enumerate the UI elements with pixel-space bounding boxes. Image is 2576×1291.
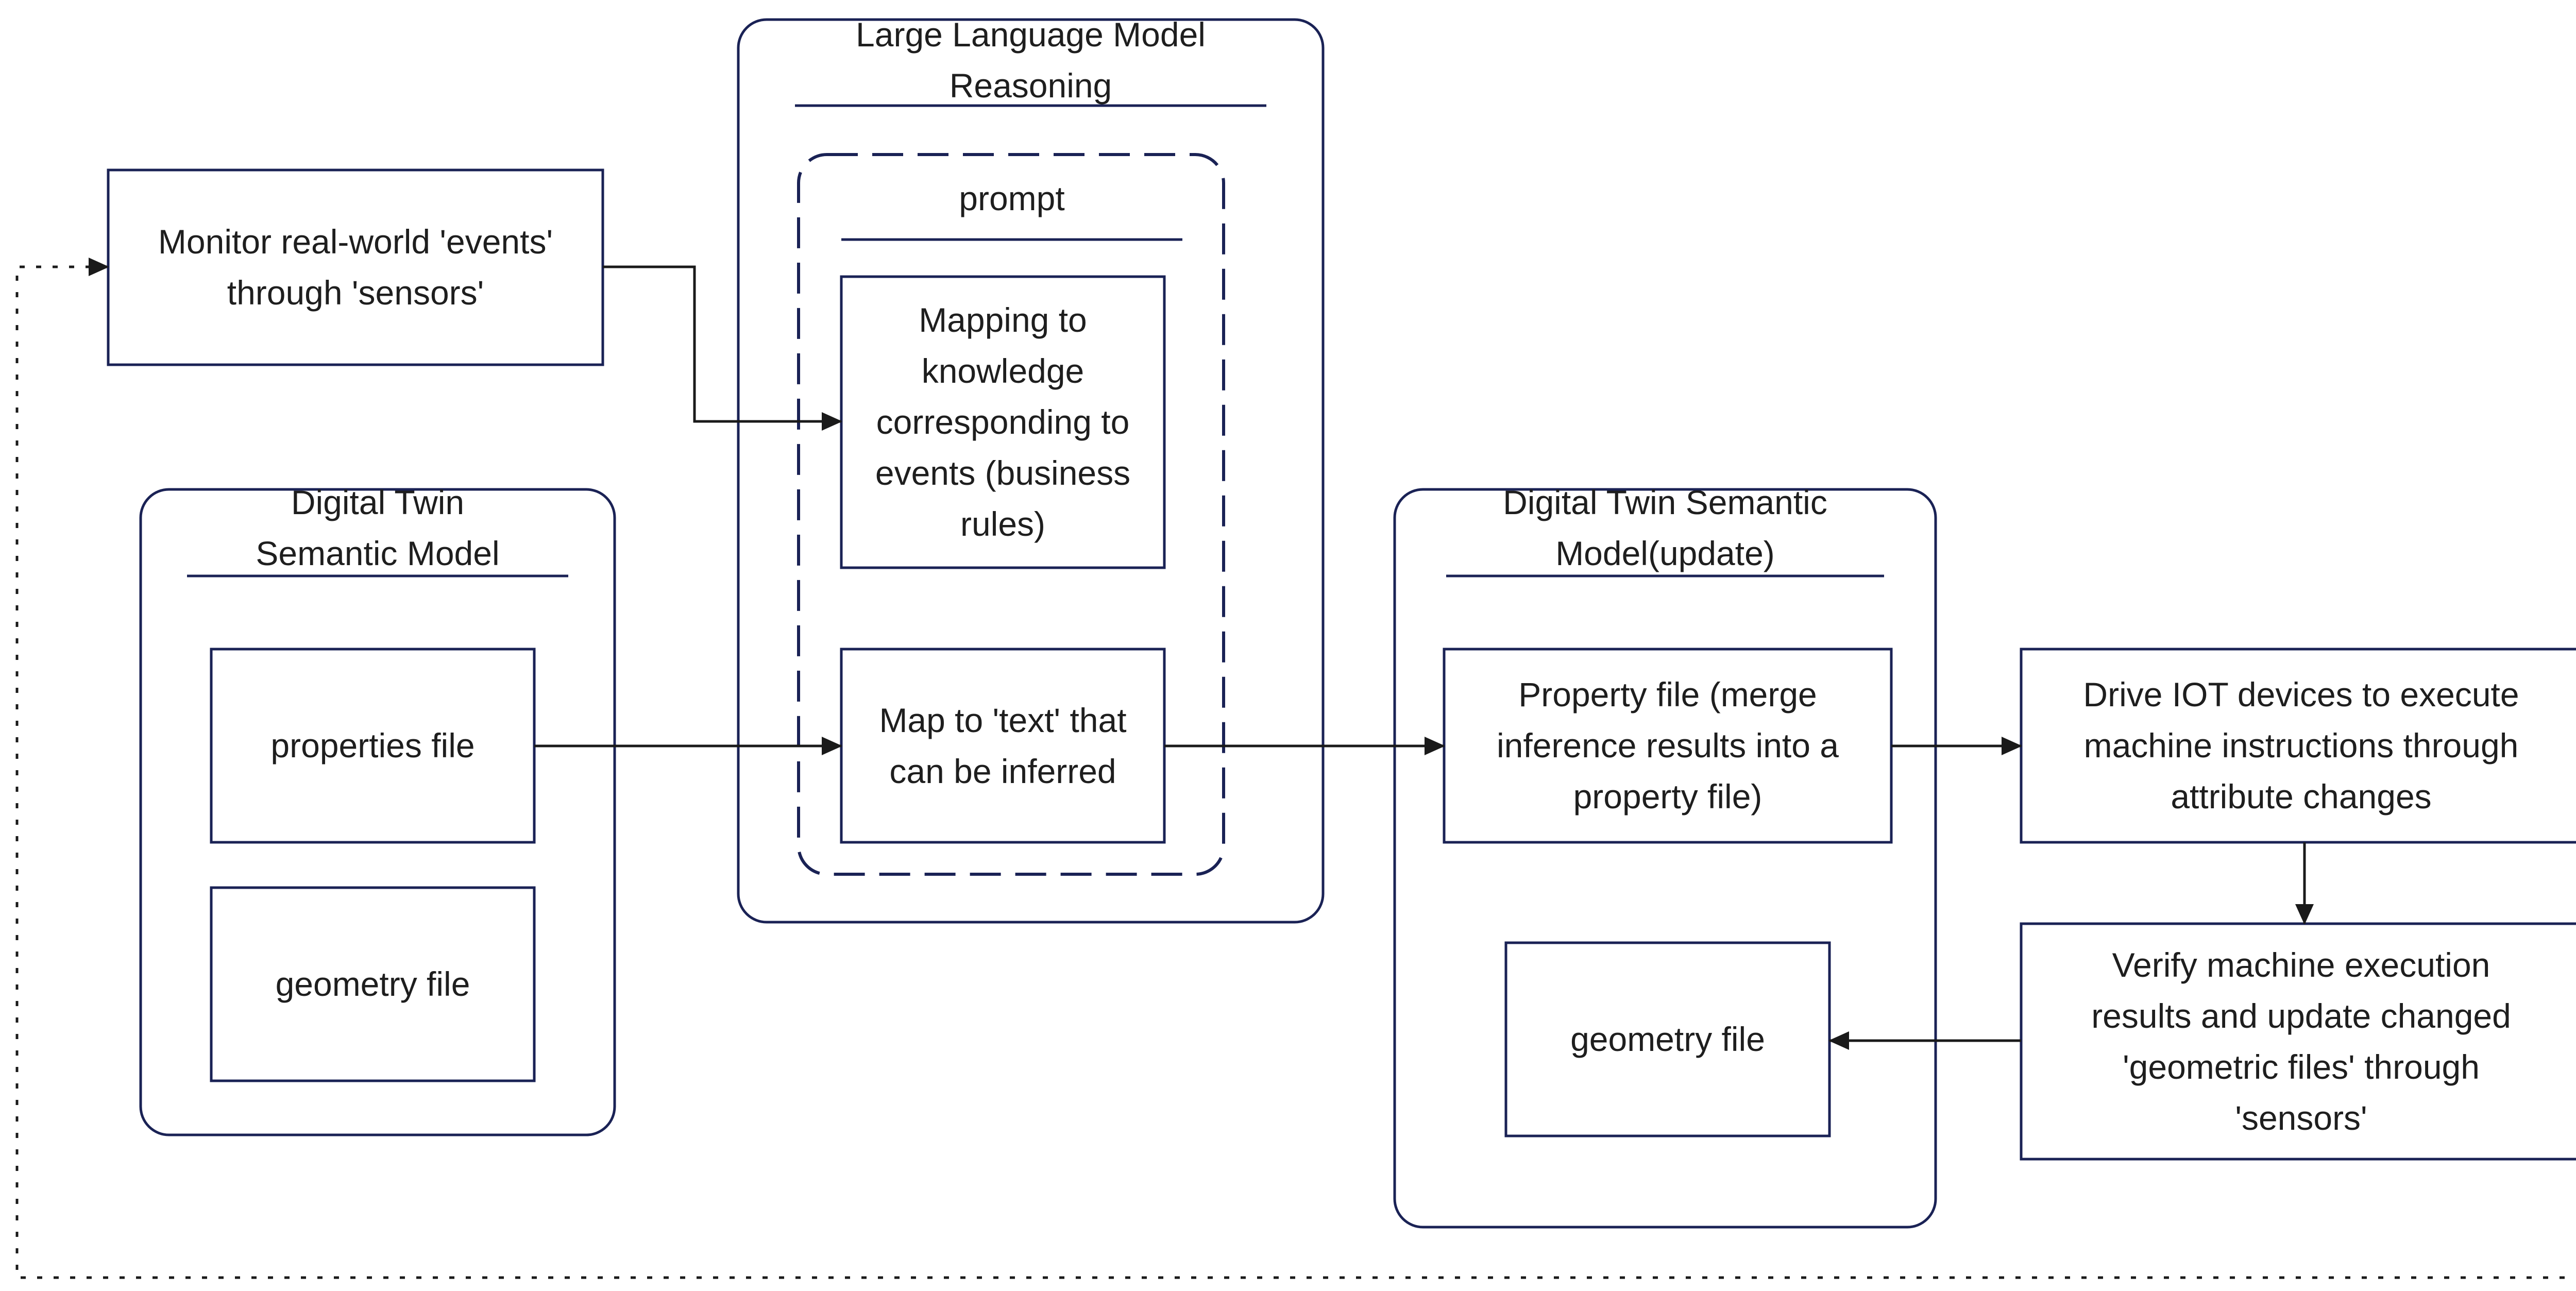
- dt-semantic-model-update-container: [1393, 488, 1937, 1229]
- geometry-file-box: [210, 886, 536, 1082]
- map-text-box: [840, 648, 1166, 844]
- prompt-title: prompt: [959, 179, 1065, 217]
- geometry-file-update-label: geometry file: [1570, 1020, 1765, 1058]
- monitor-events-label: Monitor real-world 'events'through 'sens…: [158, 223, 553, 312]
- dt-semantic-model-container: [139, 488, 616, 1136]
- drive-iot-box: [2020, 648, 2576, 844]
- llm-reasoning-container: [737, 18, 1325, 924]
- verify-execution-label: Verify machine execution results and upd…: [2091, 945, 2511, 1137]
- drive-iot-label: Drive IOT devices to execute machine ins…: [2083, 675, 2519, 816]
- prompt-container: [797, 153, 1225, 876]
- property-file-update-box: [1443, 648, 1893, 844]
- properties-file-box: [210, 648, 536, 844]
- mapping-knowledge-box: [840, 275, 1166, 569]
- geometry-file-label: geometry file: [275, 965, 470, 1003]
- geometry-file-update-box: [1504, 941, 1831, 1137]
- properties-file-label: properties file: [270, 726, 475, 765]
- mapping-knowledge-label: Mapping to knowledge corresponding to ev…: [875, 301, 1131, 543]
- feedback-loop-dotted-arrow: [15, 258, 2576, 1279]
- property-file-update-label: Property file (merge inference results i…: [1496, 675, 1839, 816]
- arrow-monitor-to-mapping: [603, 265, 842, 431]
